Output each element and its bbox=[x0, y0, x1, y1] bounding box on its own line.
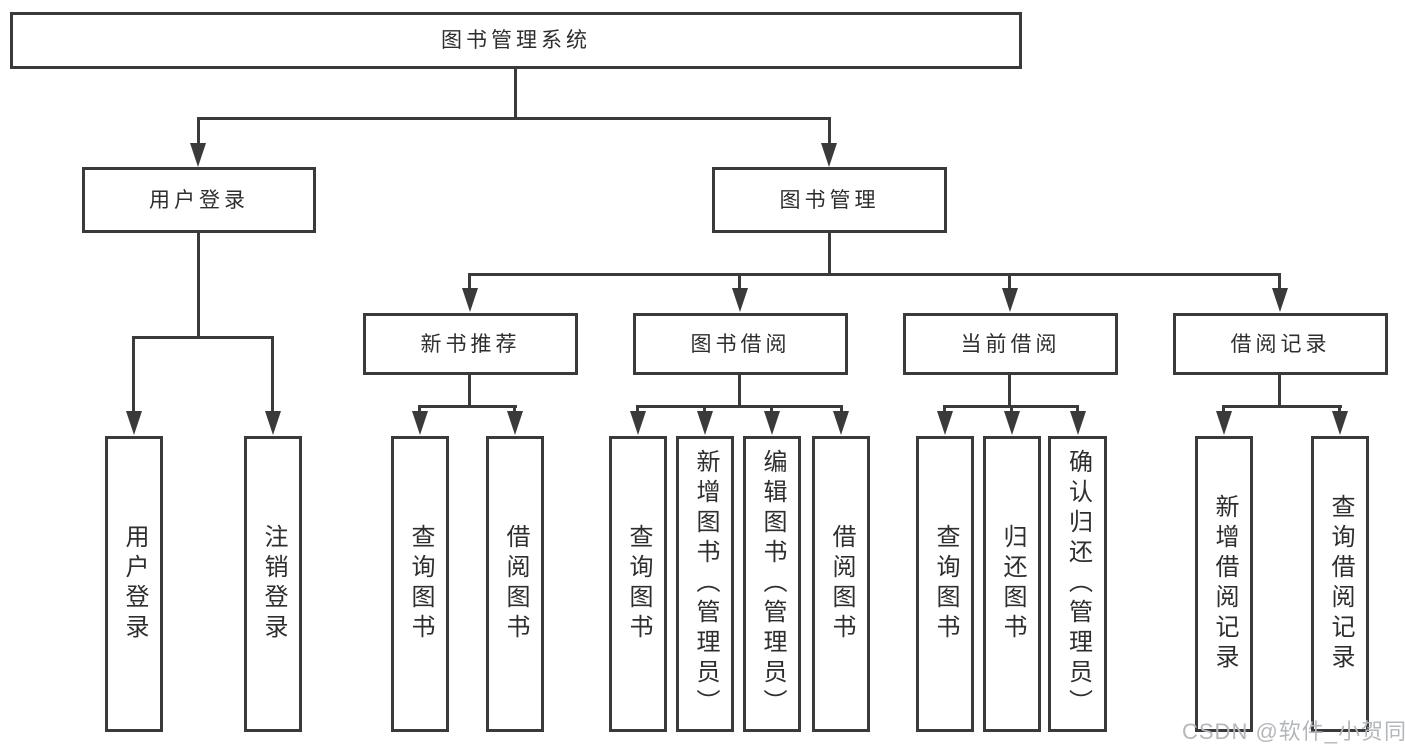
leaf-label: 新增图书（管理员） bbox=[692, 449, 719, 719]
connector-stub bbox=[1222, 407, 1225, 413]
arrow-down-icon bbox=[1332, 411, 1348, 435]
arrow-down-icon bbox=[265, 411, 281, 435]
connector-drop bbox=[468, 375, 471, 407]
connector-stub bbox=[132, 338, 135, 412]
connector-split bbox=[1222, 405, 1342, 408]
connector-stub bbox=[1076, 407, 1079, 413]
watermark: CSDN @软件_小贺同学 bbox=[1182, 719, 1405, 744]
leaf-label: 用户登录 bbox=[121, 524, 148, 644]
leaf-logout: 注销登录 bbox=[244, 436, 302, 732]
connector-stub bbox=[418, 407, 421, 413]
leaf-records-query-borrow-record: 查询借阅记录 bbox=[1311, 436, 1369, 732]
connector-level3-split bbox=[468, 273, 1281, 276]
connector-stub bbox=[197, 119, 200, 145]
leaf-borrowing-query-books: 查询图书 bbox=[609, 436, 667, 732]
arrow-down-icon bbox=[1216, 411, 1232, 435]
leaf-label: 查询图书 bbox=[407, 524, 434, 644]
node-borrowing-records: 借阅记录 bbox=[1173, 313, 1388, 375]
node-current-borrowing: 当前借阅 bbox=[903, 313, 1118, 375]
leaf-recommend-borrow-books: 借阅图书 bbox=[486, 436, 544, 732]
arrow-down-icon bbox=[1004, 411, 1020, 435]
leaf-label: 查询借阅记录 bbox=[1327, 494, 1354, 674]
connector-split bbox=[418, 405, 517, 408]
arrow-down-icon bbox=[630, 411, 646, 435]
arrow-down-icon bbox=[764, 411, 780, 435]
connector-drop bbox=[1278, 375, 1281, 407]
leaf-records-add-borrow-record: 新增借阅记录 bbox=[1195, 436, 1253, 732]
arrow-down-icon bbox=[937, 411, 953, 435]
connector-stub bbox=[513, 407, 516, 413]
leaf-user-login: 用户登录 bbox=[105, 436, 163, 732]
connector-drop bbox=[1008, 375, 1011, 407]
connector-book-management-drop bbox=[828, 233, 831, 275]
node-label: 借阅记录 bbox=[1230, 332, 1331, 356]
node-book-management: 图书管理 bbox=[712, 167, 947, 233]
connector-stub bbox=[943, 407, 946, 413]
arrow-down-icon bbox=[1070, 411, 1086, 435]
node-new-book-recommend: 新书推荐 bbox=[363, 313, 578, 375]
connector-stub bbox=[1010, 407, 1013, 413]
leaf-label: 查询图书 bbox=[932, 524, 959, 644]
connector-split bbox=[943, 405, 1079, 408]
connector-stub bbox=[840, 407, 843, 413]
leaf-label: 查询图书 bbox=[625, 524, 652, 644]
node-label: 用户登录 bbox=[149, 188, 249, 212]
leaf-label: 编辑图书（管理员） bbox=[759, 449, 786, 719]
leaf-current-confirm-return-admin: 确认归还（管理员） bbox=[1048, 436, 1107, 732]
arrow-down-icon bbox=[1002, 288, 1018, 312]
node-user-login: 用户登录 bbox=[82, 167, 316, 233]
arrow-down-icon bbox=[190, 143, 206, 167]
node-book-borrowing: 图书借阅 bbox=[633, 313, 848, 375]
leaf-label: 借阅图书 bbox=[502, 524, 529, 644]
arrow-down-icon bbox=[833, 411, 849, 435]
arrow-down-icon bbox=[697, 411, 713, 435]
connector-stub bbox=[1278, 275, 1281, 290]
arrow-down-icon bbox=[821, 143, 837, 167]
node-label: 新书推荐 bbox=[420, 332, 521, 356]
leaf-label: 注销登录 bbox=[260, 524, 287, 644]
leaf-borrowing-add-books-admin: 新增图书（管理员） bbox=[676, 436, 734, 732]
connector-user-login-split bbox=[132, 336, 274, 339]
connector-root-trunk bbox=[514, 69, 517, 119]
arrow-down-icon bbox=[412, 411, 428, 435]
leaf-label: 新增借阅记录 bbox=[1211, 494, 1238, 674]
leaf-label: 确认归还（管理员） bbox=[1064, 449, 1092, 719]
arrow-down-icon bbox=[507, 411, 523, 435]
leaf-label: 归还图书 bbox=[999, 524, 1026, 644]
arrow-down-icon bbox=[126, 411, 142, 435]
node-label: 图书管理系统 bbox=[441, 29, 591, 52]
connector-drop bbox=[738, 375, 741, 407]
node-label: 图书借阅 bbox=[690, 332, 791, 356]
connector-stub bbox=[703, 407, 706, 413]
arrow-down-icon bbox=[1272, 288, 1288, 312]
connector-stub bbox=[271, 338, 274, 412]
connector-user-login-drop bbox=[197, 233, 200, 338]
connector-stub bbox=[1008, 275, 1011, 290]
connector-split bbox=[636, 405, 843, 408]
node-label: 当前借阅 bbox=[960, 332, 1061, 356]
leaf-current-return-books: 归还图书 bbox=[983, 436, 1041, 732]
node-label: 图书管理 bbox=[779, 188, 880, 212]
leaf-recommend-query-books: 查询图书 bbox=[391, 436, 449, 732]
leaf-borrowing-borrow-books: 借阅图书 bbox=[812, 436, 870, 732]
node-library-management-system: 图书管理系统 bbox=[10, 12, 1022, 69]
connector-stub bbox=[1338, 407, 1341, 413]
connector-stub bbox=[770, 407, 773, 413]
connector-stub bbox=[738, 275, 741, 290]
connector-level2-split bbox=[197, 117, 831, 120]
arrow-down-icon bbox=[462, 288, 478, 312]
connector-stub bbox=[636, 407, 639, 413]
leaf-borrowing-edit-books-admin: 编辑图书（管理员） bbox=[743, 436, 801, 732]
leaf-label: 借阅图书 bbox=[828, 524, 855, 644]
arrow-down-icon bbox=[732, 288, 748, 312]
leaf-current-query-books: 查询图书 bbox=[916, 436, 974, 732]
connector-stub bbox=[468, 275, 471, 290]
connector-stub bbox=[828, 119, 831, 145]
